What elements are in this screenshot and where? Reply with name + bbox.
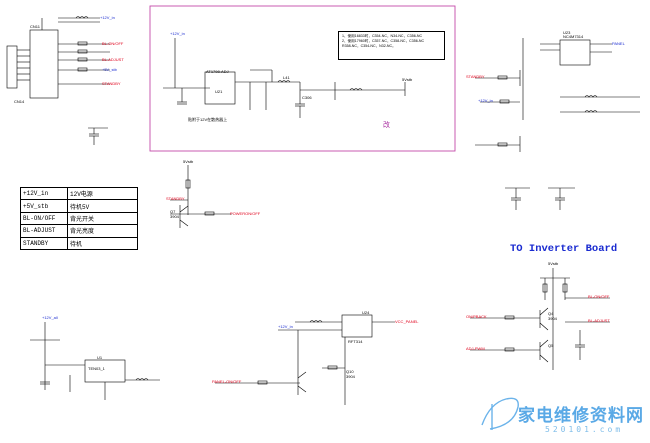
connector-header	[29, 29, 59, 99]
connector-body	[6, 45, 18, 89]
inverter-out-2: BL-ADJUST	[588, 318, 610, 323]
legend-desc: 待机	[67, 236, 138, 251]
connector-pin-1: BL-ON/OFF	[102, 41, 124, 46]
regulator-cap: C306	[302, 95, 312, 100]
regulator-u21	[204, 71, 236, 105]
standby-out: POWERON/OFF	[230, 211, 261, 216]
connector-ref: CN14	[14, 99, 25, 104]
connector-pin-4: +5V_stb	[102, 67, 117, 72]
note-box: 1、使用16833时，C354-NC，N34-NC，C356-NC 2、使用17…	[338, 31, 445, 60]
standby-top-net: 5Vstb	[183, 159, 194, 164]
legend-signal: STANDBY	[20, 236, 68, 251]
inverter-in-2: ADJ-PWM	[466, 346, 485, 351]
note-line-3: R358-NC，C354-NC，N32-NC。	[342, 44, 396, 48]
switch-part: NC4M7314	[563, 34, 584, 39]
legend-signal: BL-ON/OFF	[20, 211, 68, 226]
legend-signal: +12V_in	[20, 186, 68, 201]
note-line-1: 1、使用16833时，C354-NC，N34-NC，C356-NC	[342, 34, 423, 38]
legend-desc: 背光亮度	[67, 224, 138, 238]
regulator-u1	[84, 359, 126, 383]
inverter-q1: Q4	[548, 311, 554, 316]
reg-bottom-ref: U1	[97, 355, 103, 360]
panel-switch-q-part: 3904	[346, 374, 355, 379]
inverter-q1-part: 3904	[548, 316, 557, 321]
panel-switch-q: Q10	[346, 369, 354, 374]
regulator-caption: 贴附于12V在散热器上	[188, 117, 228, 122]
switch-u23	[559, 39, 591, 66]
watermark-graphic	[481, 397, 519, 430]
modified-section-box	[149, 5, 456, 152]
watermark-text: 家电维修资料网	[518, 406, 644, 426]
switch-ref: U23	[563, 30, 571, 35]
regulator-net-out: 5Vstb	[402, 77, 413, 82]
standby-q-part: 3904	[170, 214, 179, 219]
standby-in: STANDBY	[166, 196, 185, 201]
switch-net-panel: PANEL	[612, 41, 625, 46]
watermark-url: 520101.com	[545, 425, 624, 434]
legend-desc: 12V电源	[67, 186, 138, 201]
legend-desc: 待机5V	[67, 199, 138, 213]
switch-net-standby: STANDBY	[466, 74, 485, 79]
panel-switch-ctrl: PANEL-ON/OFF	[212, 379, 242, 384]
inverter-board-title: TO Inverter Board	[510, 243, 618, 255]
panel-switch-ref: U24	[362, 310, 370, 315]
connector-pin-3: STANDBY	[102, 81, 121, 86]
legend-signal: +5V_stb	[20, 199, 68, 213]
regulator-part: AT1798-ADJ	[206, 69, 229, 74]
note-line-2: 2、使用17960时，C357-NC，C358-NC，C356-NC	[342, 39, 425, 43]
modified-mark: 改	[383, 122, 390, 129]
regulator-net-in: +12V_in	[170, 31, 185, 36]
legend-desc: 背光开关	[67, 211, 138, 226]
inverter-out-1: BL-ON/OFF	[588, 294, 610, 299]
inverter-top-net: 5Vstb	[548, 261, 559, 266]
standby-q: Q7	[170, 209, 176, 214]
legend-signal: BL-ADJUST	[20, 224, 68, 238]
panel-switch-u24	[341, 314, 373, 338]
regulator-ref: U21	[215, 89, 223, 94]
inverter-in-1: ON/PBACK	[466, 314, 487, 319]
connector-top-net: +12V_in	[100, 15, 115, 20]
connector-ref2: CN11	[30, 24, 40, 29]
reg-bottom-net-in: +12V_all	[42, 315, 58, 320]
switch-net-12v: +12V_in	[478, 98, 493, 103]
panel-switch-part: RFT314	[348, 339, 363, 344]
inverter-q2: Q5	[548, 343, 554, 348]
regulator-ind: L41	[283, 75, 290, 80]
reg-bottom-part: TEN03_1	[88, 366, 105, 371]
panel-switch-net-in: +12V_in	[278, 324, 293, 329]
panel-switch-net-out: VCC_PANEL	[395, 319, 419, 324]
connector-pin-2: BL-ADJUST	[102, 57, 124, 62]
